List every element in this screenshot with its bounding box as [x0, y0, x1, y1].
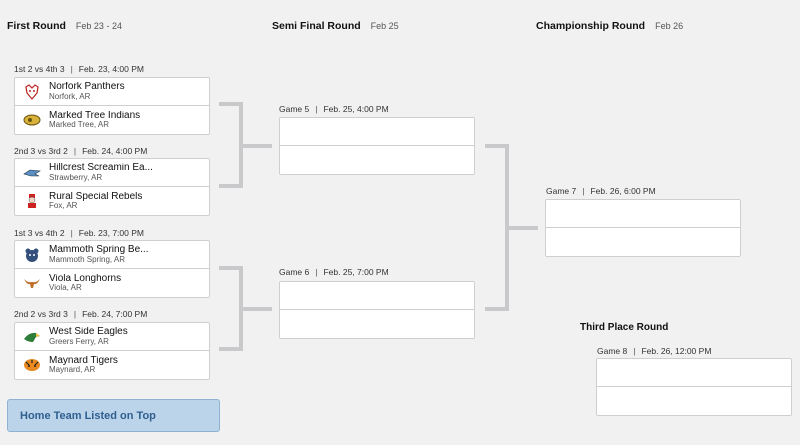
team-name: Mammoth Spring Be...: [49, 245, 149, 256]
tiger-logo-icon: [23, 357, 41, 373]
game-label-4: 2nd 2 vs 3rd 3|Feb. 24, 7:00 PM: [14, 309, 148, 319]
team-row-home[interactable]: Mammoth Spring Be...Mammoth Spring, AR: [15, 241, 209, 269]
bracket-connector: [219, 102, 243, 106]
game-label-6: Game 6|Feb. 25, 7:00 PM: [279, 267, 389, 277]
team-slot-empty[interactable]: [280, 146, 474, 174]
game-number: Game 5: [279, 104, 310, 114]
bracket-connector: [485, 144, 509, 148]
game-box-8: [596, 358, 792, 416]
game-number: Game 8: [597, 346, 628, 356]
team-slot-empty[interactable]: [597, 359, 791, 387]
bracket-connector: [239, 266, 243, 351]
team-location: Greers Ferry, AR: [49, 336, 109, 346]
team-name: Rural Special Rebels: [49, 191, 143, 202]
team-row-home[interactable]: Hillcrest Screamin Ea...Strawberry, AR: [15, 159, 209, 187]
game-box-7: [545, 199, 741, 257]
game-label-3: 1st 3 vs 4th 2|Feb. 23, 7:00 PM: [14, 228, 144, 238]
team-location: Marked Tree, AR: [49, 120, 110, 130]
game-label-8: Game 8|Feb. 26, 12:00 PM: [597, 346, 712, 356]
bracket-connector: [243, 144, 272, 148]
game-number: Game 6: [279, 267, 310, 277]
team-location: Fox, AR: [49, 201, 78, 211]
game-box-6: [279, 281, 475, 339]
team-slot-empty[interactable]: [597, 387, 791, 415]
game-time: Feb. 26, 6:00 PM: [590, 186, 656, 196]
game-time: Feb. 23, 7:00 PM: [78, 228, 144, 238]
game-label-2: 2nd 3 vs 3rd 2|Feb. 24, 4:00 PM: [14, 146, 148, 156]
game-time: Feb. 25, 7:00 PM: [323, 267, 389, 277]
round-name: Championship Round: [536, 20, 646, 32]
team-name: West Side Eagles: [49, 327, 128, 338]
game-time: Feb. 23, 4:00 PM: [78, 64, 144, 74]
round-header-first: First Round Feb 23 - 24: [7, 20, 122, 32]
team-location: Maynard, AR: [49, 365, 96, 375]
game-box-5: [279, 117, 475, 175]
round-name: First Round: [7, 20, 66, 32]
bracket-connector: [509, 226, 538, 230]
game-time: Feb. 24, 4:00 PM: [82, 146, 148, 156]
round-date: Feb 23 - 24: [75, 21, 122, 31]
round-date: Feb 25: [370, 21, 399, 31]
eagle-logo-icon: [23, 165, 41, 181]
game-seed-label: 1st 2 vs 4th 3: [14, 64, 65, 74]
bear-logo-icon: [23, 247, 41, 263]
team-name: Viola Longhorns: [49, 273, 122, 284]
team-location: Strawberry, AR: [49, 172, 103, 182]
game-time: Feb. 24, 7:00 PM: [82, 309, 148, 319]
team-slot-empty[interactable]: [280, 118, 474, 146]
game-label-7: Game 7|Feb. 26, 6:00 PM: [546, 186, 656, 196]
game-box-3: Mammoth Spring Be...Mammoth Spring, AR V…: [14, 240, 210, 298]
bracket-connector: [485, 307, 509, 311]
team-name: Marked Tree Indians: [49, 110, 141, 121]
bracket-connector: [243, 307, 272, 311]
game-label-5: Game 5|Feb. 25, 4:00 PM: [279, 104, 389, 114]
game-seed-label: 1st 3 vs 4th 2: [14, 228, 65, 238]
panther-logo-icon: [23, 83, 41, 100]
team-slot-empty[interactable]: [280, 310, 474, 338]
team-name: Hillcrest Screamin Ea...: [49, 163, 153, 174]
team-slot-empty[interactable]: [546, 200, 740, 228]
game-number: Game 7: [546, 186, 577, 196]
game-seed-label: 2nd 2 vs 3rd 3: [14, 309, 68, 319]
team-slot-empty[interactable]: [546, 228, 740, 256]
game-time: Feb. 25, 4:00 PM: [323, 104, 389, 114]
round-name: Semi Final Round: [272, 20, 361, 32]
game-box-2: Hillcrest Screamin Ea...Strawberry, AR R…: [14, 158, 210, 216]
note-label: Home Team Listed on Top: [20, 409, 156, 422]
team-name: Norfork Panthers: [49, 82, 125, 93]
round-header-championship: Championship Round Feb 26: [536, 20, 683, 32]
round-header-semi: Semi Final Round Feb 25: [272, 20, 399, 32]
team-slot-empty[interactable]: [280, 282, 474, 310]
bracket-connector: [219, 266, 243, 270]
team-name: Maynard Tigers: [49, 355, 118, 366]
game-label-1: 1st 2 vs 4th 3|Feb. 23, 4:00 PM: [14, 64, 144, 74]
game-seed-label: 2nd 3 vs 3rd 2: [14, 146, 68, 156]
game-time: Feb. 26, 12:00 PM: [641, 346, 712, 356]
bracket-connector: [219, 347, 243, 351]
bracket-connector: [505, 144, 509, 311]
team-location: Norfork, AR: [49, 91, 91, 101]
team-location: Viola, AR: [49, 283, 82, 293]
eagle-head-logo-icon: [23, 329, 41, 345]
bracket-connector: [239, 102, 243, 188]
third-place-title: Third Place Round: [580, 322, 669, 333]
team-location: Mammoth Spring, AR: [49, 254, 126, 264]
longhorn-logo-icon: [23, 275, 41, 291]
indian-logo-icon: [23, 112, 41, 128]
bracket-connector: [219, 184, 243, 188]
round-date: Feb 26: [655, 21, 684, 31]
rebel-logo-icon: [23, 193, 41, 209]
home-team-note-button[interactable]: Home Team Listed on Top: [7, 399, 220, 432]
